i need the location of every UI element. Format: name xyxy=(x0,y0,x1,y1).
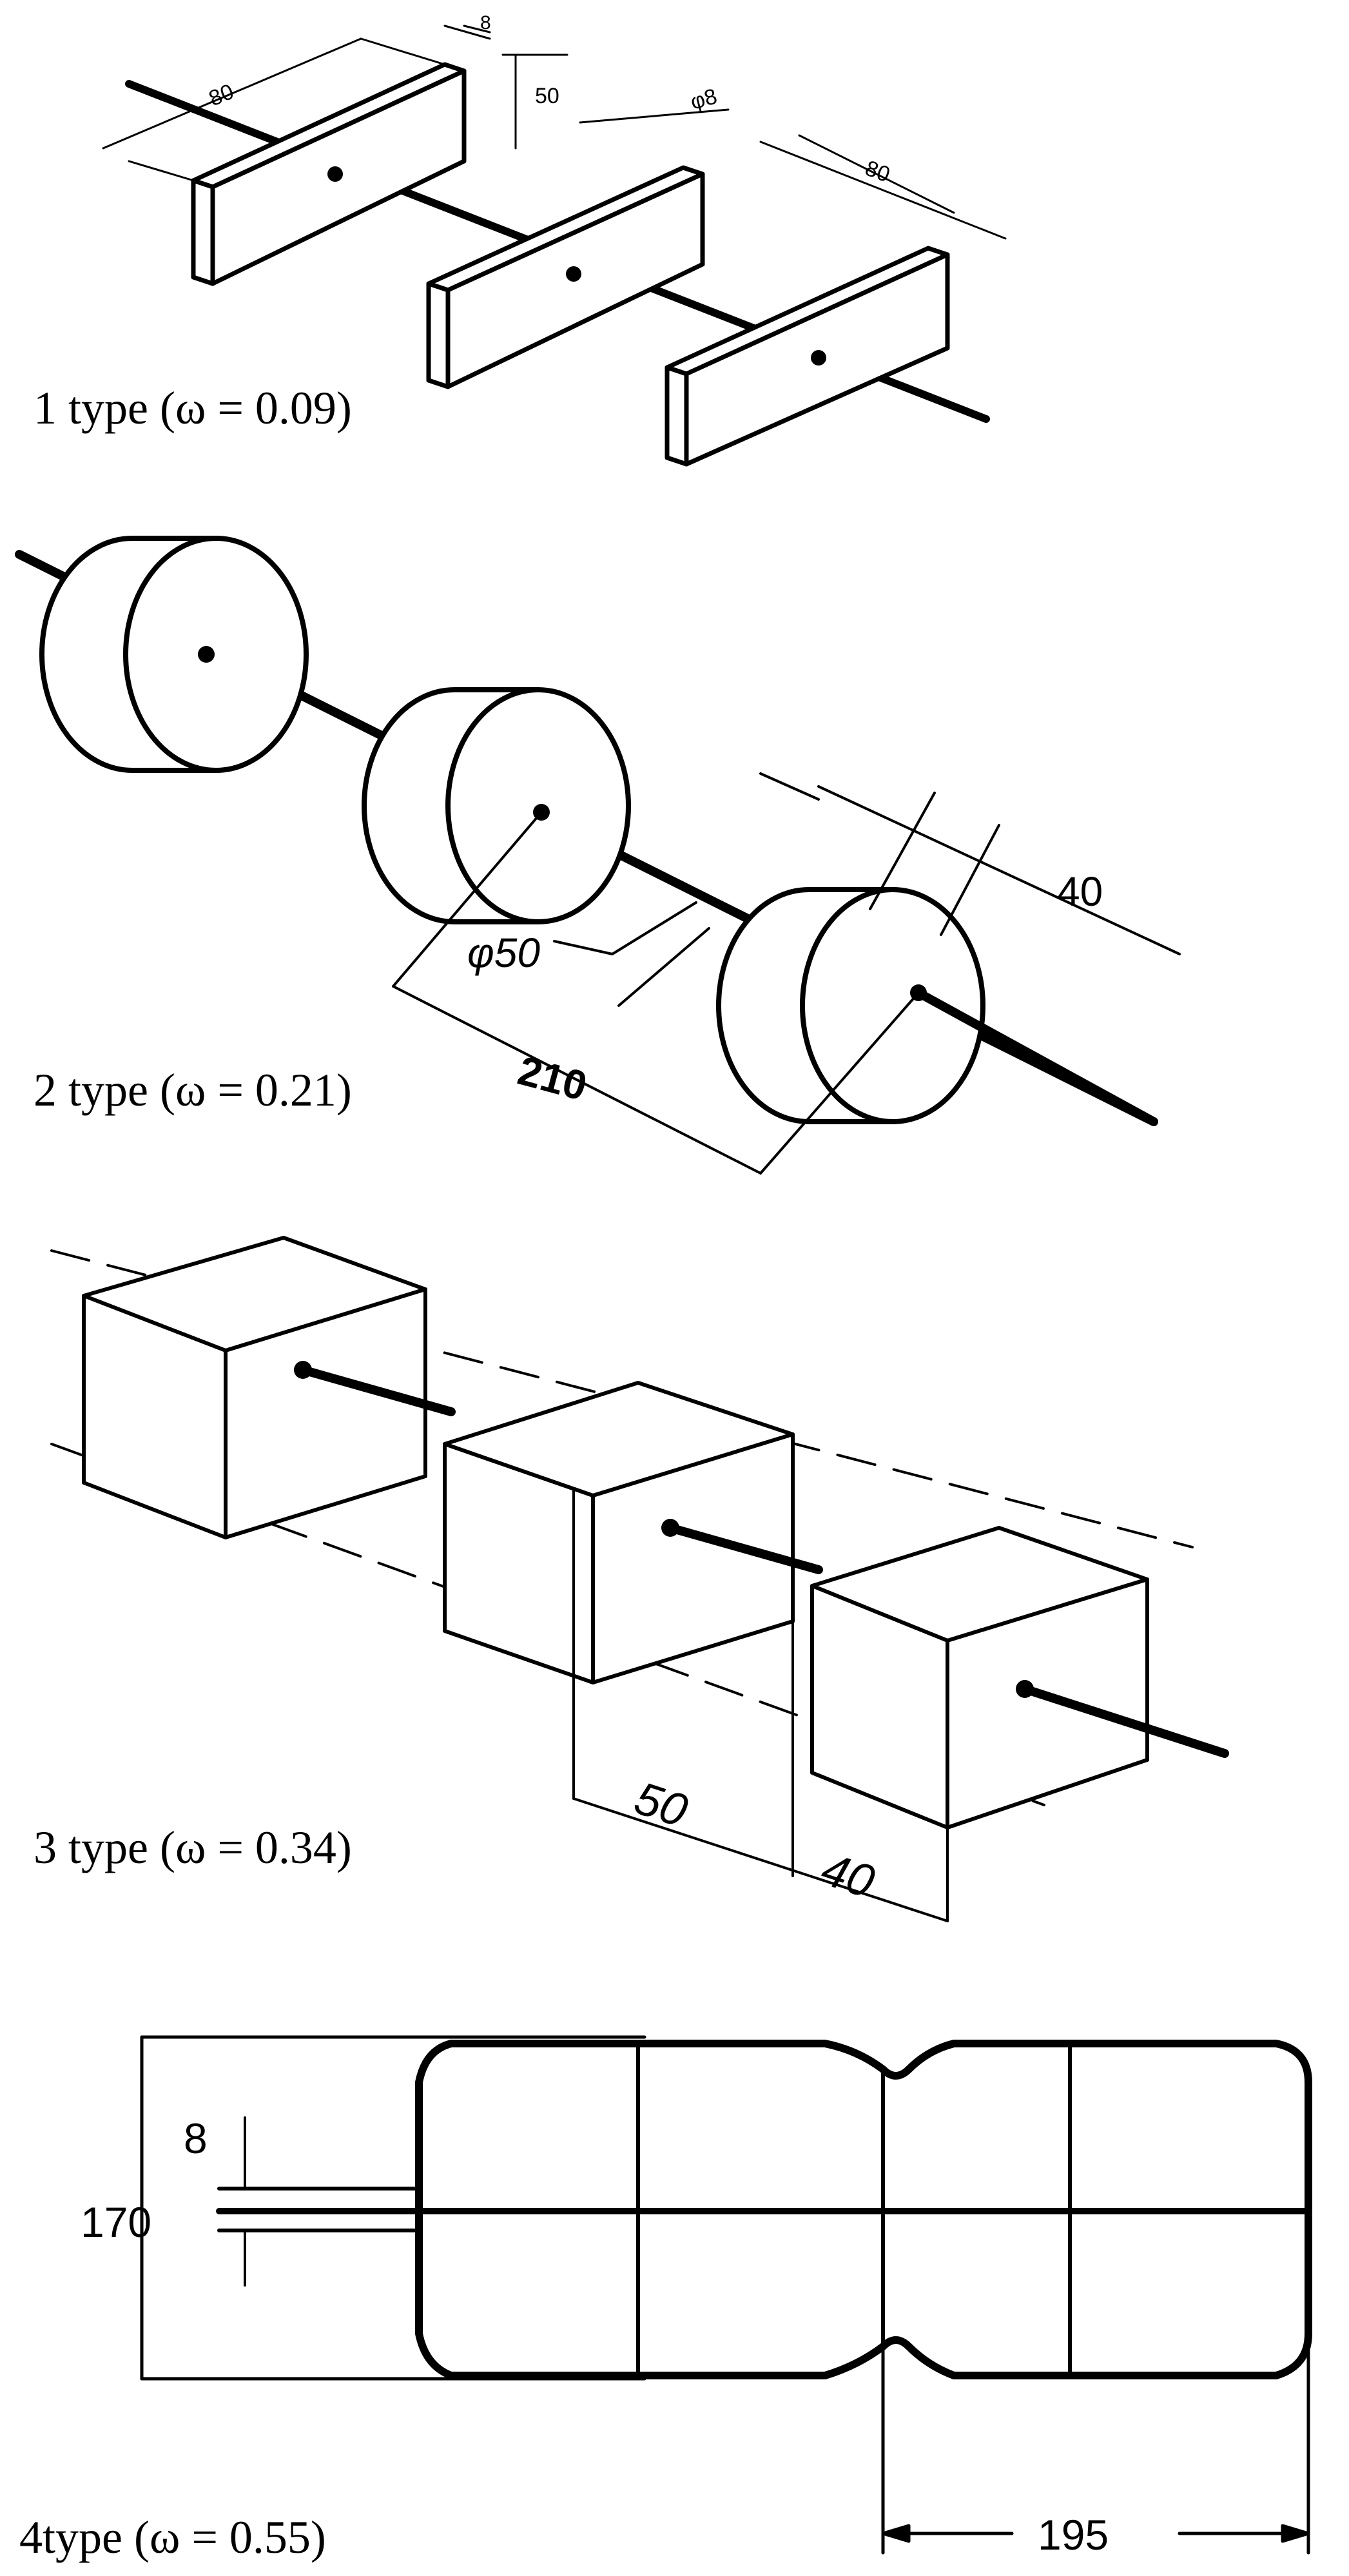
rod-hub-2 xyxy=(566,266,581,282)
panel-type-1: 80 8 50 φ8 80 1 type (ω = 0.09) xyxy=(0,0,1349,490)
rod xyxy=(298,1365,1229,1758)
rod-hub-1 xyxy=(327,166,343,182)
dim-label-80-right: 80 xyxy=(862,156,893,188)
type-2-caption: 2 type (ω = 0.21) xyxy=(34,1064,352,1116)
type-4-labels: 8 170 195 xyxy=(81,2114,1109,2559)
dim-label-80-left: 80 xyxy=(206,79,237,111)
dimension-lines xyxy=(102,24,1007,240)
rod-hub-1 xyxy=(198,646,215,663)
dim-label-phi8: φ8 xyxy=(688,84,719,114)
dim-label-195: 195 xyxy=(1038,2511,1109,2559)
panel-type-3: 50 40 3 type (ω = 0.34) xyxy=(0,1212,1349,1934)
panel-type-2: φ50 40 210 2 type (ω = 0.21) xyxy=(0,490,1349,1212)
type-3-labels: 50 40 xyxy=(628,1772,880,1908)
dim-label-170: 170 xyxy=(81,2198,151,2246)
dim-label-210: 210 xyxy=(513,1047,592,1109)
type-4-drawing xyxy=(140,2035,1312,2555)
cylinder-3 xyxy=(716,887,985,1124)
dim-label-40: 40 xyxy=(1057,868,1103,915)
dim-label-8: 8 xyxy=(480,12,491,34)
rod-hub-2 xyxy=(661,1519,679,1537)
type-2-drawing xyxy=(15,536,1181,1175)
type-3-drawing xyxy=(50,1236,1229,1922)
rod-hub-3 xyxy=(811,350,826,366)
dim-label-8: 8 xyxy=(184,2114,208,2162)
rod-hub-1 xyxy=(294,1361,312,1379)
type-1-labels: 80 8 50 φ8 80 xyxy=(206,12,893,188)
cube-3 xyxy=(810,1526,1149,1830)
type-1-caption: 1 type (ω = 0.09) xyxy=(34,382,352,434)
cube-2 xyxy=(443,1381,795,1684)
dim-label-50: 50 xyxy=(535,84,559,108)
dimension-lines xyxy=(392,772,1181,1175)
rod xyxy=(216,2187,1312,2232)
dim-label-50: 50 xyxy=(628,1772,694,1837)
type-2-labels: φ50 40 210 xyxy=(467,868,1103,1109)
dim-label-phi50: φ50 xyxy=(467,930,540,976)
rod-hub-3 xyxy=(1016,1680,1034,1698)
bottom-dimension-lines xyxy=(881,2332,1310,2555)
type-1-drawing xyxy=(102,24,1007,467)
cube-1 xyxy=(82,1236,427,1539)
type-3-caption: 3 type (ω = 0.34) xyxy=(34,1822,352,1873)
panel-type-4: 8 170 195 4type (ω = 0.55) xyxy=(0,1934,1349,2576)
dimension-lines xyxy=(572,1488,949,1922)
type-4-caption: 4type (ω = 0.55) xyxy=(19,2512,326,2563)
dim-label-40: 40 xyxy=(815,1843,880,1908)
